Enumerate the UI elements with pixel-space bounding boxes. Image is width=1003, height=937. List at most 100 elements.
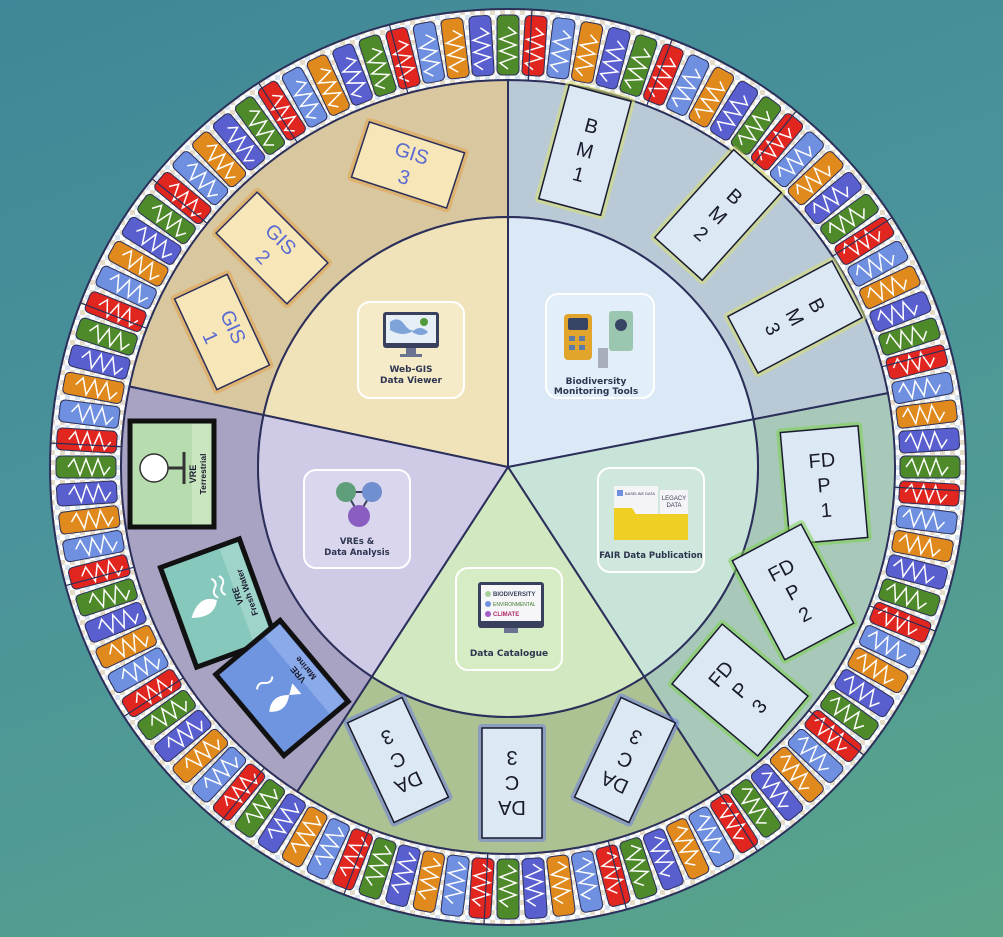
ring-tile [55,455,117,479]
ring-tile [257,793,306,854]
ring-tile [68,344,131,380]
ring-tile [643,43,684,106]
ring-divider [151,178,208,224]
card-label: DA [497,796,525,818]
ring-divider [123,677,184,717]
ring-tile [440,854,470,917]
ring-tile [895,505,958,535]
water-drop-icon [191,575,227,618]
ring-tile [710,793,759,854]
ring-tile [898,480,960,507]
ring-tile [834,669,895,718]
ring-tile [496,858,520,920]
ring-tile [570,21,604,84]
ring-tile [58,399,121,429]
hub-data-catalogue[interactable]: BIODIVERSITY ENVIRONMENTAL CLIMATE Data … [455,567,563,671]
ring-tile [787,728,844,783]
hub-label: Monitoring Tools [554,387,638,397]
ring-tile [137,689,196,741]
ring-tile [212,763,266,821]
ring-tile [154,709,212,763]
ring-tile [358,837,397,900]
sector-cards: GIS1GIS2GIS3BM1BM2BM3FDP1FDP2FDP3DAC3DAC… [127,80,872,842]
ring-tile [84,602,147,643]
catalogue-item: ENVIRONMENTAL [493,602,536,608]
legacy-label: DATA [666,503,681,509]
ring-divider [483,853,489,925]
ring-tile [878,578,941,617]
ring-tile [891,529,954,563]
ring-tile [869,291,932,332]
ring-tile [468,857,495,919]
ring-tile [619,837,658,900]
ring-divider [258,82,298,143]
monitor-list-icon: BIODIVERSITY ENVIRONMENTAL CLIMATE [478,582,544,633]
card-label: P [816,474,831,497]
ring-tile [546,854,576,917]
ring-tile [869,602,932,643]
ring-tile [306,818,350,880]
ring-tile [440,17,470,80]
ring-tile [820,193,879,245]
card-label: VRE [188,465,198,484]
ring-tile [804,171,862,225]
ring-divider [881,347,951,368]
tree-icon [139,452,186,484]
hub-label: Web-GIS [389,365,432,375]
ring-tile [769,746,824,803]
ring-tile [281,66,328,128]
hub-web-gis[interactable]: Web-GIS Data Viewer [357,301,465,399]
ring-tile [95,625,157,669]
hub-label: FAIR Data Publication [599,551,702,561]
hub-label: Data Viewer [380,376,442,386]
ring-divider [751,110,797,167]
ring-divider [388,24,409,94]
ring-tile [847,647,909,694]
ring-tile [192,746,247,803]
card-bm-3[interactable]: BM3 [722,256,867,379]
hub-fair-data-publication[interactable]: LEGACY DATA BASELINE DATA FAIR Data Publ… [597,467,705,573]
catalogue-item: BIODIVERSITY [493,592,535,598]
ring-tile [257,80,306,141]
ring-tile [546,17,576,80]
ring-tile [666,54,710,116]
ring-tile [332,43,373,106]
ring-tile [730,779,782,838]
hub-label: Data Catalogue [470,649,548,659]
card-label: C [505,771,519,793]
ring-tile [121,216,182,265]
ring-divider [894,486,966,492]
ring-tile [107,240,169,287]
ring-tile [859,625,921,669]
hub-biodiversity-monitoring[interactable]: Biodiversity Monitoring Tools [545,293,655,399]
ring-divider [808,710,865,756]
ring-tile [56,427,118,454]
ring-divider [718,791,758,852]
ring-tile [212,113,266,171]
hub-vres-data-analysis[interactable]: VREs & Data Analysis [303,469,411,569]
card-bm-1[interactable]: BM1 [534,80,636,220]
baseline-data-label: BASELINE DATA [625,491,655,496]
ring-tile [878,317,941,356]
ring-tile [570,850,604,913]
ring-divider [65,566,135,587]
ring-tile [56,480,118,507]
hub-label: Data Analysis [324,548,389,558]
catalogue-item: CLIMATE [493,612,519,618]
ring-tile [496,14,520,76]
ring-tile [306,54,350,116]
ring-tile [358,34,397,97]
card-bm-2[interactable]: BM2 [649,144,787,286]
